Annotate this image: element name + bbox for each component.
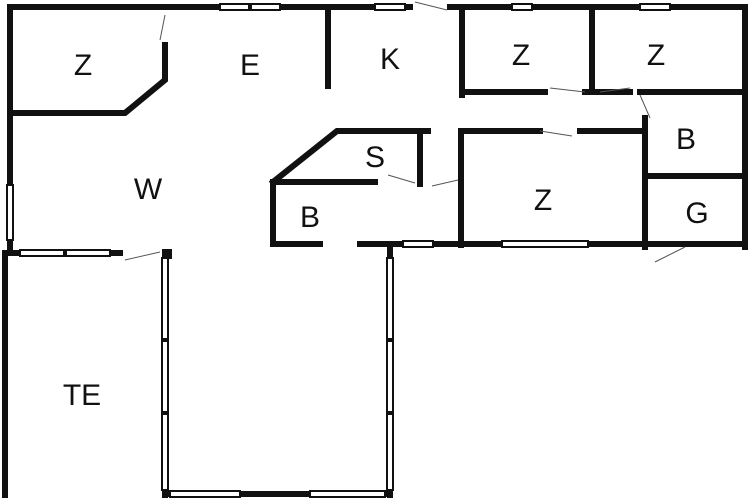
room-label-w: W <box>133 173 163 206</box>
room-label-b: B <box>299 201 321 234</box>
windows <box>6 3 671 498</box>
room-label-z: Z <box>533 184 553 217</box>
room-label-k: K <box>379 43 401 76</box>
room-label-z: Z <box>646 39 666 72</box>
room-label-z: Z <box>511 39 531 72</box>
room-label-te: TE <box>62 379 102 412</box>
room-label-z: Z <box>73 49 93 82</box>
room-label-g: G <box>685 197 709 230</box>
walls <box>2 4 748 498</box>
room-label-b: B <box>675 123 697 156</box>
room-label-s: S <box>364 141 386 174</box>
room-label-e: E <box>239 49 261 82</box>
door-swings <box>124 1 686 263</box>
